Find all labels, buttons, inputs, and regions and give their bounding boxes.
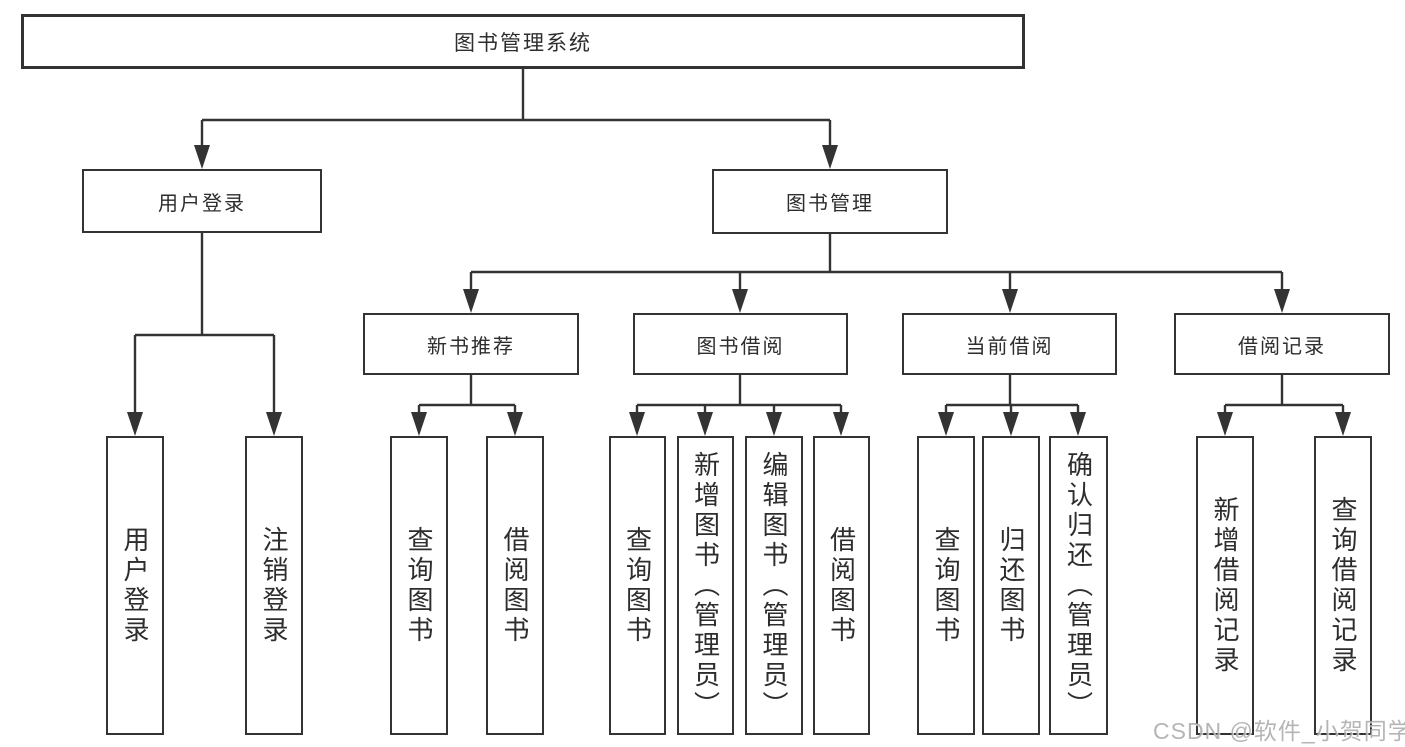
node-book-management: 图书管理 [712,169,948,234]
node-label: 编辑图书（管理员） [759,450,789,721]
node-label: 用户登录 [120,525,150,646]
leaf-user-login: 用户登录 [106,436,164,735]
leaf-logout: 注销登录 [245,436,303,735]
node-new-book-recommend: 新书推荐 [363,313,579,375]
node-label: 图书管理系统 [454,31,592,55]
node-label: 归还图书 [996,525,1026,646]
node-label: 图书借阅 [696,335,785,358]
leaf-edit-books-admin: 编辑图书（管理员） [745,436,803,735]
leaf-add-borrow-record: 新增借阅记录 [1196,436,1254,735]
node-label: 查询图书 [931,525,961,646]
node-label: 新增借阅记录 [1210,495,1240,676]
leaf-borrow-books: 借阅图书 [813,436,870,735]
node-label: 用户登录 [158,192,246,215]
leaf-query-borrow-record: 查询借阅记录 [1314,436,1372,735]
node-label: 查询图书 [404,525,434,646]
leaf-confirm-return-admin: 确认归还（管理员） [1049,436,1108,735]
node-label: 新增图书（管理员） [690,450,721,721]
node-label: 确认归还（管理员） [1063,450,1094,721]
leaf-return-books: 归还图书 [982,436,1040,735]
node-borrowing-records: 借阅记录 [1174,313,1390,375]
node-label: 借阅图书 [826,525,857,646]
node-label: 借阅图书 [500,525,530,646]
node-label: 注销登录 [259,525,289,646]
leaf-add-books-admin: 新增图书（管理员） [677,436,734,735]
leaf-query-books-borrowing: 查询图书 [609,436,666,735]
leaf-query-books-current: 查询图书 [917,436,975,735]
node-label: 借阅记录 [1238,335,1326,358]
node-book-borrowing: 图书借阅 [633,313,848,375]
csdn-watermark: CSDN @软件_小贺同学 [1153,718,1405,744]
leaf-borrow-books-recommend: 借阅图书 [486,436,544,735]
node-user-login: 用户登录 [82,169,322,233]
node-label: 查询借阅记录 [1328,495,1358,676]
node-label: 图书管理 [786,193,874,215]
node-label: 当前借阅 [965,335,1054,358]
node-label: 新书推荐 [427,335,515,358]
node-current-borrowing: 当前借阅 [902,313,1117,375]
leaf-query-books-recommend: 查询图书 [390,436,448,735]
node-library-management-system: 图书管理系统 [21,14,1025,69]
node-label: 查询图书 [622,525,653,646]
